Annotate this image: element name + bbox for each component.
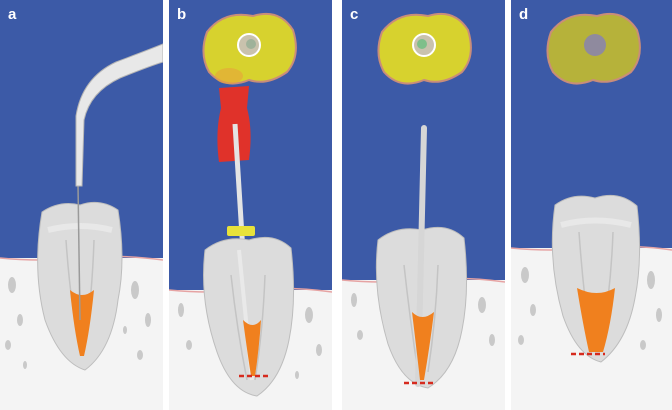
tooth: [551, 194, 641, 363]
root-canal: [412, 312, 434, 380]
panel-b-illustration: [169, 0, 332, 410]
panel-d: d: [511, 0, 672, 410]
panel-b: b: [169, 0, 332, 410]
panel-d-illustration: [511, 0, 672, 410]
root-canal: [70, 290, 94, 356]
syringe-tip: [75, 43, 163, 187]
panel-a: a: [0, 0, 163, 410]
panel-a-illustration: [0, 0, 163, 410]
root-canal: [243, 320, 261, 376]
handpiece-head: [217, 86, 251, 162]
tooth: [203, 236, 295, 397]
canal-filling: [577, 288, 615, 352]
panel-c-illustration: [342, 0, 505, 410]
panel-c: c: [342, 0, 505, 410]
rubber-stopper: [227, 226, 255, 236]
